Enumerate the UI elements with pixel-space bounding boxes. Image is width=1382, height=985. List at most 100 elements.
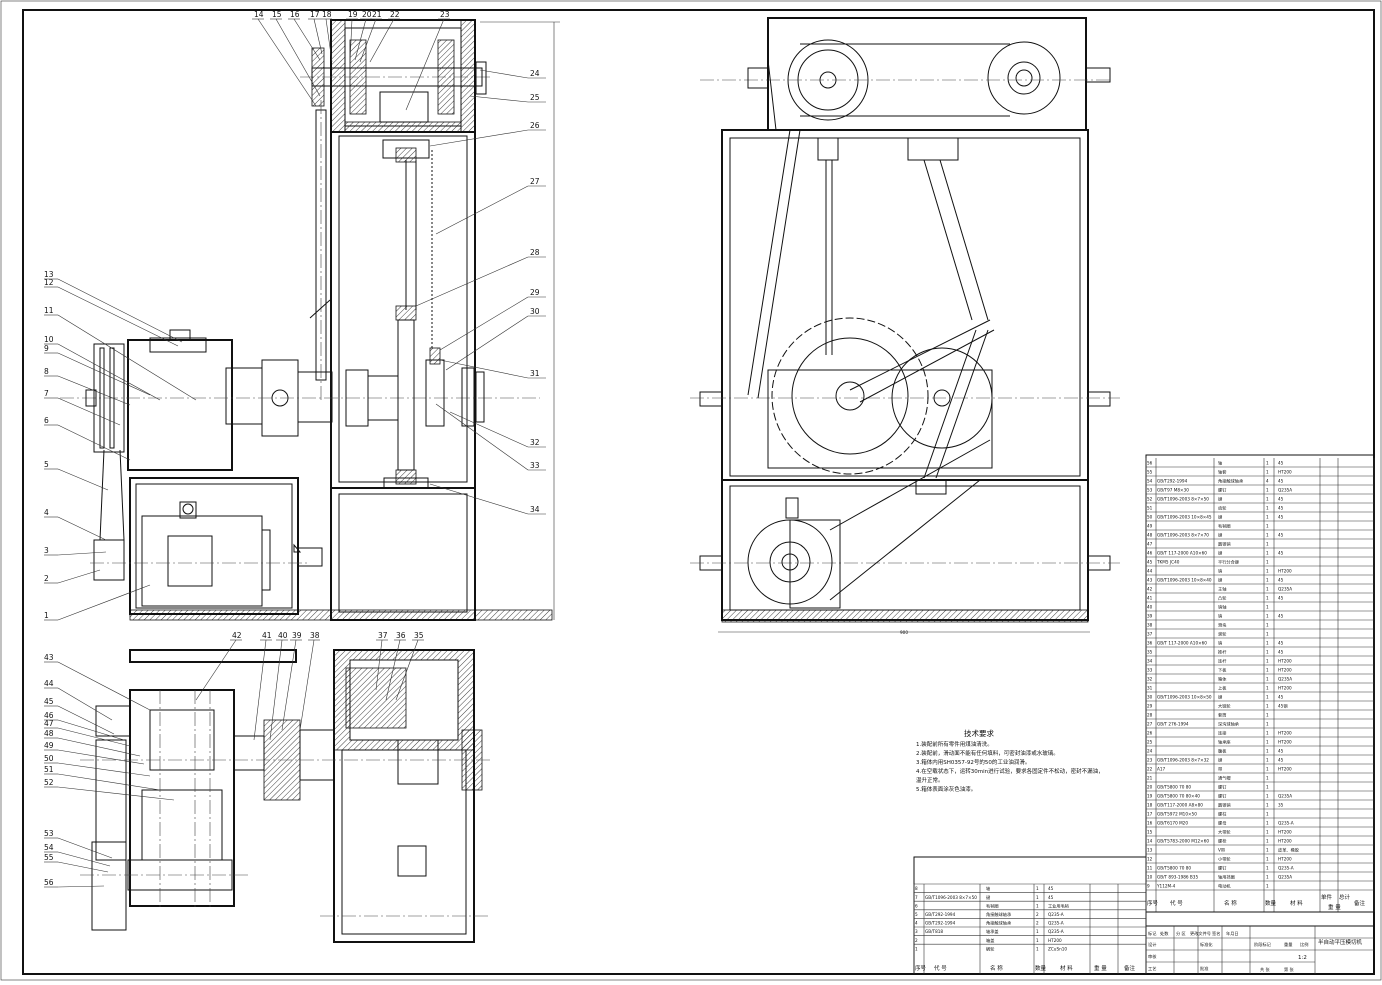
parts-row-no: 43 [1147,578,1153,583]
parts-row-name: 连接 [1218,730,1227,737]
lower-row-no: 6 [915,903,918,908]
parts-row-no: 9 [1147,884,1150,889]
lower-row-material: 45 [1048,886,1054,891]
tb-stage-mark: 阶段标记 [1254,941,1272,948]
lower-row-material: HT200 [1048,938,1062,943]
parts-row-qty: 1 [1266,641,1269,646]
parts-row-code: GB/T1096-2003 8×7×50 [1157,497,1209,502]
callout-7: 7 [44,389,49,398]
drawing-title: 半自动平压模切机 [1318,938,1363,946]
lower-row-name: 轴承盖 [986,928,999,935]
parts-row-qty: 1 [1266,650,1269,655]
parts-row-name: 键 [1218,514,1223,521]
callout-10: 10 [44,335,54,344]
header-name: 名 称 [1224,899,1237,907]
lower-header-remarks: 备注 [1124,964,1136,972]
parts-row-name: 圆锥销 [1218,541,1231,548]
tech-req-line-5: 温升正常。 [916,776,944,784]
tb-design: 设计 [1148,941,1156,948]
parts-row-name: 齿轮 [1218,505,1227,512]
callout-47: 47 [44,719,54,728]
tech-req-heading: 技术要求 [964,728,994,738]
parts-row-material: HT200 [1278,731,1292,736]
parts-row-name: 腹板 [1218,748,1227,755]
parts-row-qty: 1 [1266,884,1269,889]
parts-row-code: GB/T 117-2000 A10×60 [1157,641,1207,646]
parts-row-no: 14 [1147,839,1153,844]
parts-row-name: 销 [1218,568,1222,575]
parts-row-qty: 1 [1266,524,1269,529]
parts-row-qty: 1 [1266,713,1269,718]
header-unit-weight: 单件 [1321,893,1333,901]
lower-header-no: 序号 [915,964,927,972]
callout-50: 50 [44,754,54,763]
header-code: 代 号 [1170,899,1183,907]
callout-46: 46 [44,711,54,720]
parts-row-no: 49 [1147,524,1153,529]
parts-row-no: 24 [1147,749,1153,754]
parts-row-material: HT200 [1278,740,1292,745]
parts-row-material: HT200 [1278,839,1292,844]
parts-row-name: 带 [1218,767,1222,773]
parts-row-qty: 1 [1266,578,1269,583]
parts-row-qty: 1 [1266,668,1269,673]
parts-row-code: GB/T5800 70 80×40 [1157,794,1200,799]
parts-row-no: 13 [1147,848,1153,853]
header-total-weight: 总计 [1339,893,1351,901]
callout-38: 38 [310,631,320,640]
parts-row-qty: 1 [1266,848,1269,853]
parts-row-material: Q235A [1278,794,1292,799]
parts-row-no: 28 [1147,713,1153,718]
parts-row-material: Q235-A [1278,821,1294,826]
parts-row-material: 45 [1278,596,1284,601]
parts-row-material: 45 [1278,578,1284,583]
parts-row-qty: 1 [1266,776,1269,781]
parts-row-no: 53 [1147,488,1153,493]
tech-req-line-2: 2.装配前，滑动面不能有任何填料，可密封油漆或水玻璃。 [916,749,1059,757]
parts-row-name: 螺钉 [1218,793,1227,800]
callout-3: 3 [44,546,49,555]
parts-row-name: 轴承座 [1218,739,1231,746]
parts-row-name: 螺母 [1218,820,1226,827]
lower-row-name: 键 [986,894,991,901]
parts-row-material: 45 [1278,506,1284,511]
parts-row-code: TKM5 JC40 [1156,560,1180,565]
parts-row-no: 25 [1147,740,1153,745]
parts-row-name: 轴 [1218,460,1222,467]
parts-row-name: 键 [1218,550,1223,557]
parts-row-qty: 1 [1266,866,1269,871]
callout-55: 55 [44,853,54,862]
tech-req-line-3: 3.箱体内用SH0357-92号的50的工业油润滑。 [916,758,1030,766]
parts-row-name: 键 [1218,694,1223,701]
callout-39: 39 [292,631,302,640]
lower-row-name: 轴 [986,885,990,892]
parts-row-name: 圆锥销 [1218,802,1231,809]
callout-56: 56 [44,878,54,887]
lower-header-name: 名 称 [990,964,1003,972]
callout-43: 43 [44,653,54,662]
parts-row-material: 45 [1278,551,1284,556]
lower-header-weight: 重 量 [1094,964,1107,972]
parts-row-material: 45 [1278,695,1284,700]
parts-row-name: 推杆 [1218,649,1227,656]
parts-row-qty: 1 [1266,506,1269,511]
tech-req-line-1: 1.装配前所有零件用煤油清洗。 [916,740,993,748]
parts-row-code: GB/T1096-2003 8×7×32 [1157,758,1209,763]
callout-16: 16 [290,10,300,19]
callout-12: 12 [44,278,54,287]
parts-row-qty: 1 [1266,533,1269,538]
parts-row-code: GB/T5800 70 80 [1157,866,1191,871]
parts-row-name: 连杆 [1218,658,1227,665]
callout-22: 22 [390,10,400,19]
parts-row-no: 36 [1147,641,1153,646]
parts-row-name: 轴用挡圈 [1218,874,1235,881]
parts-row-qty: 1 [1266,857,1269,862]
lower-row-material: Q235-A [1048,921,1064,926]
parts-row-material: HT200 [1278,659,1292,664]
callout-31: 31 [530,369,540,378]
tb-zone: 分 区 [1176,930,1186,937]
header-remarks: 备注 [1354,899,1366,907]
parts-row-code: GB/T97 M8×30 [1157,488,1189,493]
tb-weight: 重量 [1284,941,1292,948]
